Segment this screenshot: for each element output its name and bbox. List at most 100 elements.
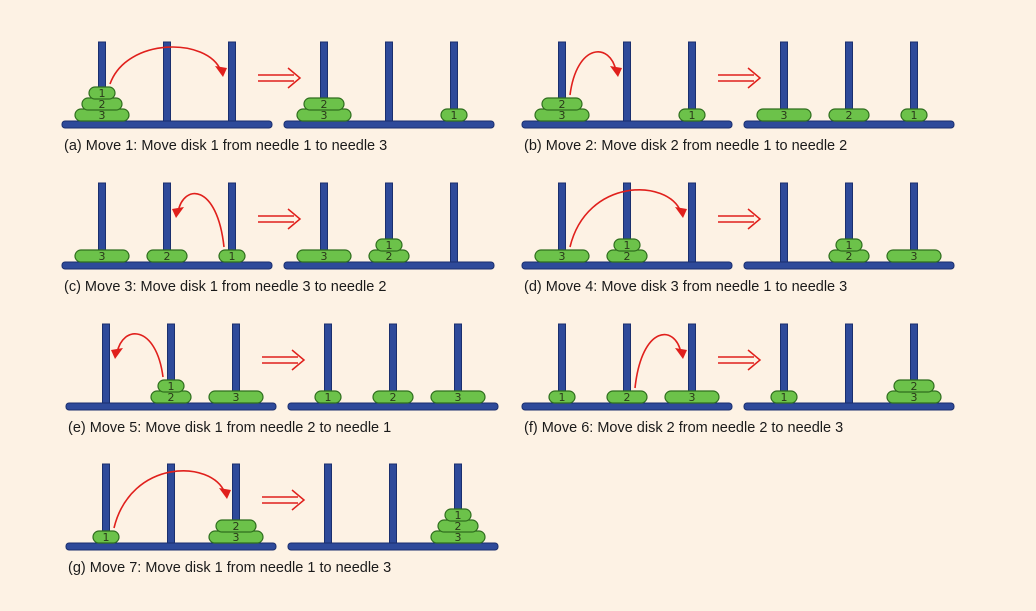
tower-base: [521, 402, 733, 411]
after-tower: 1 32: [743, 323, 955, 411]
disk-1: 1: [613, 238, 641, 252]
move-arrow-head: [215, 66, 227, 77]
move-arrow: [172, 192, 225, 248]
disk-3: 3: [430, 530, 486, 544]
disk-2: 2: [893, 379, 935, 393]
tower-base: [743, 120, 955, 129]
disk-label: 1: [689, 109, 696, 122]
disk-body: [606, 390, 648, 404]
disk-body: [828, 108, 870, 122]
disk-label: 2: [390, 391, 397, 404]
transition-arrow: [258, 67, 302, 89]
after-tower: 321: [283, 41, 495, 129]
after-tower: 321: [287, 463, 499, 551]
before-tower: 213: [65, 323, 277, 411]
disk-1: 1: [900, 108, 928, 122]
needle-1: [324, 463, 332, 546]
implies-arrow-icon: [258, 67, 302, 89]
disk-label: 2: [233, 520, 240, 533]
move-arrow-curve: [634, 333, 682, 389]
disk-label: 1: [386, 239, 393, 252]
disk-1: 1: [88, 86, 116, 100]
tower-base: [61, 120, 273, 129]
disk-3: 3: [534, 249, 590, 263]
disk-label: 1: [455, 509, 462, 522]
move-arrow: [111, 333, 164, 378]
disk-label: 3: [321, 109, 328, 122]
disk-label: 3: [781, 109, 788, 122]
disk-body: [88, 86, 116, 100]
move-arrow: [634, 333, 687, 389]
disk-label: 3: [455, 531, 462, 544]
transition-arrow: [262, 489, 306, 511]
move-arrow-head: [219, 488, 231, 499]
disk-body: [886, 249, 942, 263]
disk-2: 2: [541, 97, 583, 111]
needle-2: [167, 463, 175, 546]
disk-1: 1: [375, 238, 403, 252]
needle-3: [688, 182, 696, 265]
disk-body: [74, 249, 130, 263]
move-arrow: [569, 51, 622, 96]
needle-2: [389, 463, 397, 546]
implies-arrow-icon: [258, 208, 302, 230]
disk-label: 1: [781, 391, 788, 404]
disk-3: 3: [886, 249, 942, 263]
before-tower: 321: [521, 41, 733, 129]
tower-base: [521, 120, 733, 129]
tower-base: [283, 261, 495, 270]
after-tower: 213: [743, 182, 955, 270]
move-arrow-head: [111, 348, 123, 359]
disk-label: 2: [624, 250, 631, 263]
implies-arrow-icon: [718, 208, 762, 230]
disk-label: 3: [455, 391, 462, 404]
disk-body: [430, 390, 486, 404]
disk-body: [372, 390, 414, 404]
disk-3: 3: [296, 249, 352, 263]
step-caption: (e) Move 5: Move disk 1 from needle 2 to…: [68, 420, 391, 436]
disk-body: [678, 108, 706, 122]
disk-body: [664, 390, 720, 404]
disk-body: [900, 108, 928, 122]
implies-arrow-icon: [262, 349, 306, 371]
disk-body: [218, 249, 246, 263]
disk-label: 3: [99, 250, 106, 263]
disk-label: 2: [168, 391, 175, 404]
transition-arrow: [262, 349, 306, 371]
disk-2: 2: [828, 108, 870, 122]
step-caption: (c) Move 3: Move disk 1 from needle 3 to…: [64, 279, 386, 295]
disk-body: [314, 390, 342, 404]
disk-3: 3: [664, 390, 720, 404]
disk-body: [375, 238, 403, 252]
disk-body: [146, 249, 188, 263]
step-caption: (b) Move 2: Move disk 2 from needle 1 to…: [524, 138, 847, 154]
disk-label: 3: [911, 391, 918, 404]
disk-body: [303, 97, 345, 111]
move-arrow-curve: [109, 46, 222, 85]
disk-label: 1: [229, 250, 236, 263]
needle-2: [163, 41, 171, 124]
disk-1: 1: [678, 108, 706, 122]
disk-label: 2: [455, 520, 462, 533]
needle-2: [623, 41, 631, 124]
transition-arrow: [718, 349, 762, 371]
tower-base: [283, 120, 495, 129]
disk-label: 1: [911, 109, 918, 122]
tower-base: [61, 261, 273, 270]
disk-2: 2: [215, 519, 257, 533]
disk-label: 3: [321, 250, 328, 263]
move-arrow-head: [610, 66, 622, 77]
move-arrow-head: [675, 207, 687, 218]
disk-body: [893, 379, 935, 393]
disk-1: 1: [770, 390, 798, 404]
disk-label: 2: [99, 98, 106, 111]
disk-body: [534, 249, 590, 263]
disk-label: 1: [103, 531, 110, 544]
step-caption: (f) Move 6: Move disk 2 from needle 2 to…: [524, 420, 843, 436]
disk-label: 2: [559, 98, 566, 111]
tower-base: [65, 542, 277, 551]
